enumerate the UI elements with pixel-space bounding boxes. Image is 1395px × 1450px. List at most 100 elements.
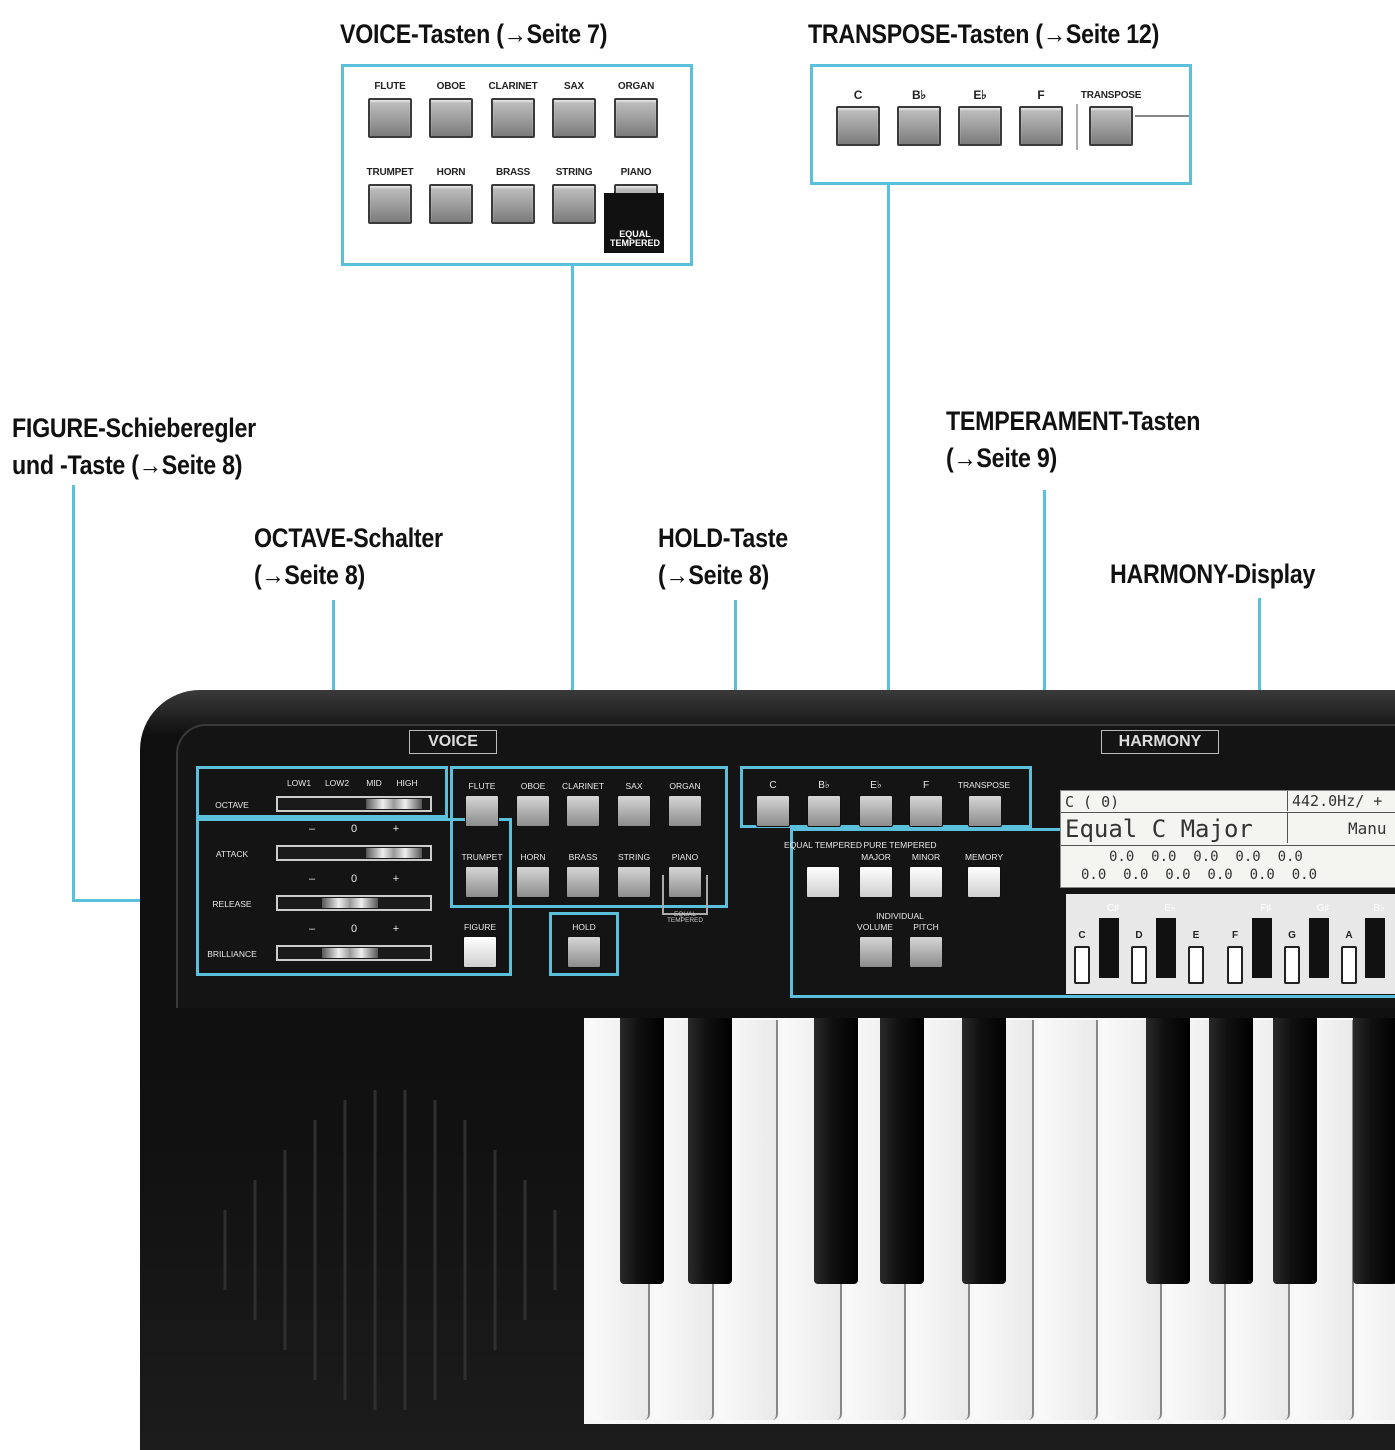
harmony-panel-title: HARMONY	[1101, 730, 1219, 754]
key-selector-button-g[interactable]	[1284, 946, 1300, 984]
transpose-label: TRANSPOSE	[1080, 90, 1142, 101]
slider-brilliance[interactable]	[276, 945, 432, 961]
piano-black-key[interactable]	[620, 1018, 664, 1284]
key-selector-black-key	[1099, 918, 1119, 978]
voice-panel-highlight-box	[450, 766, 728, 908]
transpose-zoom-button-2[interactable]	[958, 106, 1002, 146]
voice-panel-button-string[interactable]	[617, 866, 651, 898]
key-selector-button-a[interactable]	[1341, 946, 1357, 984]
individual-label: INDIVIDUAL	[876, 911, 924, 921]
slider-attack[interactable]	[276, 845, 432, 861]
key-selector-sharp-label: C♯	[1106, 903, 1120, 914]
voice-connector	[571, 266, 574, 770]
slider-label: RELEASE	[212, 899, 252, 909]
voice-zoom-button-organ[interactable]	[614, 98, 658, 138]
voice-zoom-label: CLARINET	[488, 81, 538, 92]
callout-hold-line2: (→Seite 8)	[658, 560, 769, 590]
equal-tempered-label: EQUAL TEMPERED	[609, 229, 660, 248]
piano-black-key[interactable]	[1209, 1018, 1253, 1284]
slider-scale: –	[308, 923, 316, 935]
transpose-zoom-label: E♭	[973, 88, 987, 102]
transpose-divider	[1076, 104, 1078, 150]
slider-release[interactable]	[276, 895, 432, 911]
speaker-grille	[223, 1090, 557, 1410]
memory-button[interactable]	[967, 866, 1001, 898]
pure-major-button[interactable]	[859, 866, 893, 898]
figure-connector-h	[72, 899, 200, 902]
key-selector-button-f[interactable]	[1227, 946, 1243, 984]
voice-zoom-button-sax[interactable]	[552, 98, 596, 138]
transpose-zoom-label: F	[1037, 88, 1045, 102]
piano-black-key[interactable]	[1353, 1018, 1395, 1284]
transpose-panel-button-2[interactable]	[859, 795, 893, 827]
lcd-row4: 0.0 0.0 0.0 0.0 0.0 0.0	[1081, 867, 1318, 883]
voice-panel-label: ORGAN	[669, 781, 701, 791]
key-selector-label: F	[1231, 930, 1239, 941]
voice-panel-button-clarinet[interactable]	[566, 795, 600, 827]
piano-black-key[interactable]	[688, 1018, 732, 1284]
voice-zoom-button-horn[interactable]	[429, 184, 473, 224]
piano-black-key[interactable]	[1146, 1018, 1190, 1284]
pitch-label: PITCH	[913, 922, 939, 932]
figure-connector-v	[72, 485, 75, 902]
voice-zoom-label: STRING	[555, 167, 593, 178]
voice-panel-button-trumpet[interactable]	[465, 866, 499, 898]
voice-panel-button-brass[interactable]	[566, 866, 600, 898]
memory-label: MEMORY	[964, 852, 1004, 862]
transpose-panel-label: F	[922, 780, 930, 791]
voice-panel-button-piano[interactable]	[668, 866, 702, 898]
key-selector-black-key	[1365, 918, 1385, 978]
piano-black-key[interactable]	[814, 1018, 858, 1284]
voice-panel-button-oboe[interactable]	[516, 795, 550, 827]
equal-tempered-button[interactable]	[806, 866, 840, 898]
transpose-panel-label: E♭	[870, 780, 882, 791]
voice-panel-button-organ[interactable]	[668, 795, 702, 827]
lcd-line2-left: Equal C Major	[1065, 815, 1253, 843]
key-selector-button-c[interactable]	[1074, 946, 1090, 984]
temperament-connector	[1043, 490, 1046, 830]
piano-black-key[interactable]	[962, 1018, 1006, 1284]
piano-white-key[interactable]	[1038, 1020, 1098, 1420]
voice-panel-button-horn[interactable]	[516, 866, 550, 898]
minor-label: MINOR	[911, 852, 941, 862]
octave-switch[interactable]	[276, 796, 432, 812]
panel-equal-tempered-label: EQUAL TEMPERED	[666, 911, 704, 924]
transpose-zoom-button-0[interactable]	[836, 106, 880, 146]
piano-black-key[interactable]	[1273, 1018, 1317, 1284]
voice-panel-button-sax[interactable]	[617, 795, 651, 827]
individual-pitch-button[interactable]	[909, 936, 943, 968]
voice-zoom-button-oboe[interactable]	[429, 98, 473, 138]
callout-octave-line2: (→Seite 8)	[254, 560, 365, 590]
voice-zoom-button-trumpet[interactable]	[368, 184, 412, 224]
piano-black-key[interactable]	[880, 1018, 924, 1284]
lcd-line2-right: Manu	[1287, 813, 1387, 843]
transpose-panel-button-3[interactable]	[909, 795, 943, 827]
voice-zoom-button-brass[interactable]	[491, 184, 535, 224]
voice-zoom-button-flute[interactable]	[368, 98, 412, 138]
octave-connector	[332, 600, 335, 768]
transpose-panel-button-1[interactable]	[807, 795, 841, 827]
slider-scale: –	[308, 823, 316, 835]
transpose-zoom-button-3[interactable]	[1019, 106, 1063, 146]
slider-scale: +	[392, 873, 400, 885]
transpose-button[interactable]	[1089, 106, 1133, 146]
key-selector-button-d[interactable]	[1131, 946, 1147, 984]
transpose-zoom-button-1[interactable]	[897, 106, 941, 146]
individual-volume-button[interactable]	[859, 936, 893, 968]
voice-panel-button-flute[interactable]	[465, 795, 499, 827]
key-selector-label: C	[1078, 930, 1086, 941]
panel-transpose-button[interactable]	[968, 795, 1002, 827]
callout-temperament-line2: (→Seite 9)	[946, 443, 1057, 473]
pure-minor-button[interactable]	[909, 866, 943, 898]
key-selector-button-e[interactable]	[1188, 946, 1204, 984]
figure-button[interactable]	[463, 936, 497, 968]
figure-label: FIGURE	[463, 922, 497, 932]
octave-position-label: LOW2	[324, 778, 350, 788]
transpose-panel-button-0[interactable]	[756, 795, 790, 827]
hold-button[interactable]	[567, 936, 601, 968]
callout-transpose-buttons: TRANSPOSE-Tasten (→Seite 12)	[808, 19, 1160, 49]
voice-panel-label: SAX	[625, 781, 643, 791]
voice-panel-label: PIANO	[671, 852, 699, 862]
voice-zoom-button-string[interactable]	[552, 184, 596, 224]
voice-zoom-button-clarinet[interactable]	[491, 98, 535, 138]
